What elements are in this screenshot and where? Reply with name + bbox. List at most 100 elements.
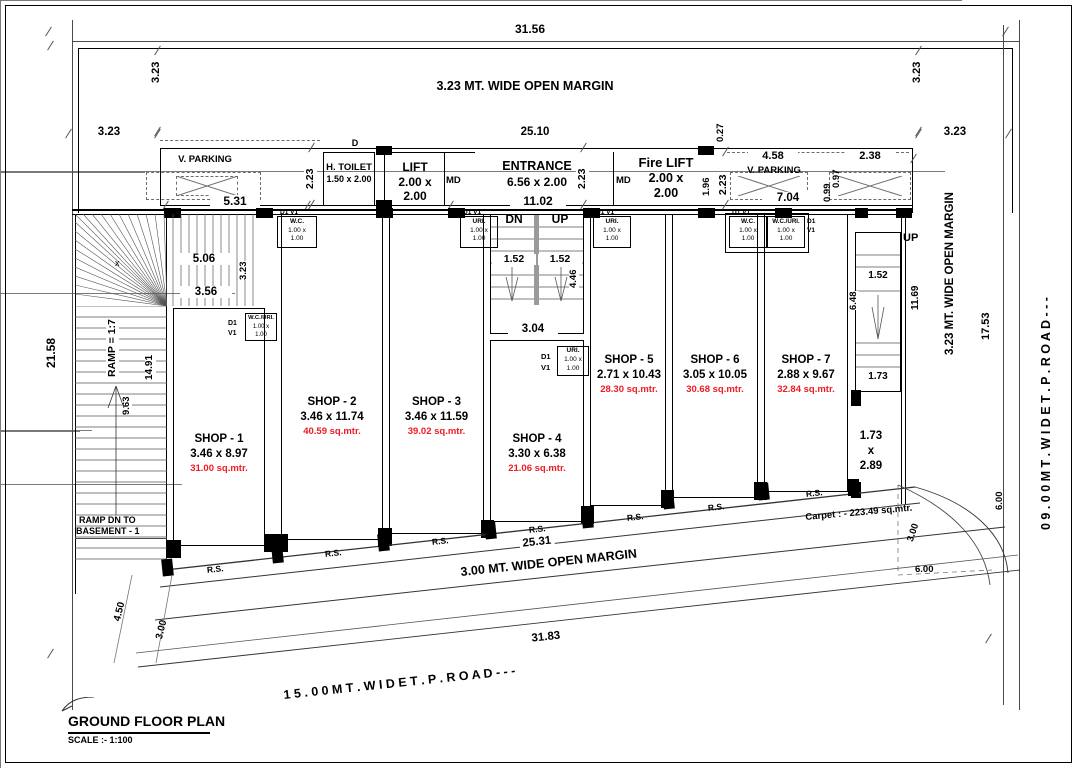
- dim-1-96: 1.96: [701, 177, 712, 196]
- dim-2-38: 2.38: [845, 150, 895, 163]
- shop-5-area: 28.30 sq.mtr.: [600, 384, 658, 395]
- column: [161, 558, 174, 577]
- dim-line-1-96: [0, 324, 1, 374]
- top-open-margin-label: 3.23 MT. WIDE OPEN MARGIN: [436, 79, 614, 93]
- column: [848, 479, 859, 496]
- toilet-box-wc-2: [729, 216, 767, 248]
- right-road-label: 0 9 . 0 0 M T . W I D E T . P . R O A D …: [1039, 297, 1053, 530]
- column: [376, 146, 392, 155]
- toilet-size-1b: 1.00: [290, 235, 304, 242]
- svg-text:x: x: [115, 258, 120, 268]
- corner-room-right-wall-2: [905, 214, 906, 504]
- dim-3-04: 3.04: [508, 323, 558, 336]
- toilet-size-6a: 1.00 x: [252, 324, 270, 330]
- shop-1-size: 3.46 x 8.97: [190, 448, 248, 460]
- toilet-size-7b: 1.00: [566, 365, 580, 372]
- dim-2-23-right: 2.23: [717, 174, 730, 195]
- column: [855, 208, 868, 218]
- plot-left-edge: [72, 20, 73, 710]
- shop-6-room: [672, 214, 758, 498]
- rs-label-6: R.S.: [707, 501, 725, 513]
- door-tag-d1-right: D1: [807, 218, 816, 225]
- right-stair-enclosure: [855, 232, 901, 392]
- door-tag-md-left: MD: [446, 175, 461, 186]
- dim-line-11-02: [0, 293, 235, 294]
- toilet-size-1a: 1.00 x: [288, 227, 306, 234]
- ramp-outer-left: [75, 214, 76, 594]
- band-top-line: [160, 148, 912, 149]
- toilet-label-7: URI.: [566, 347, 580, 354]
- toilet-size-7a: 1.00 x: [564, 356, 582, 363]
- dim-14-91: 14.91: [144, 354, 156, 380]
- rs-label-7: R.S.: [805, 487, 823, 499]
- toilet-size-3b: 1.00: [605, 235, 619, 242]
- toilet-size-5b: 1.00: [779, 235, 793, 242]
- dim-0-97: 0.97: [831, 169, 842, 189]
- dim-3-23-topright: 3.23: [911, 59, 925, 85]
- toilet-label-1: W.C.: [289, 218, 305, 225]
- parking-right-guide: [727, 152, 909, 153]
- toilet-group-outline-right: [725, 213, 809, 253]
- dim-7-04: 7.04: [762, 192, 814, 205]
- dim-1-73-right: 1.73: [856, 371, 900, 383]
- shop-6-area: 30.68 sq.mtr.: [686, 384, 744, 395]
- dim-3-23-left: 3.23: [84, 126, 134, 139]
- toilet-label-3: URI.: [605, 218, 619, 225]
- margin-box-left: [78, 48, 79, 213]
- dim-line-7-04: [0, 484, 182, 485]
- scale-label: SCALE :- 1:100: [68, 735, 133, 745]
- column: [256, 208, 273, 218]
- column: [448, 208, 465, 218]
- door-tag-v1-shop4: V1: [541, 363, 551, 372]
- right-open-margin-label: 3.23 MT. WIDE OPEN MARGIN: [944, 192, 956, 355]
- rs-label-1: R.S.: [206, 563, 224, 575]
- shop-7-size: 2.88 x 9.67: [777, 369, 835, 381]
- fire-lift-size-1: 2.00 x: [648, 171, 684, 185]
- parking-left-car-cross: [176, 176, 238, 196]
- dim-line-2-23-right: [0, 374, 1, 430]
- dim-6-00-vertical: 6.00: [994, 491, 1005, 511]
- column: [377, 533, 390, 552]
- shop-7-name: SHOP - 7: [781, 354, 831, 366]
- shop-3-room: [389, 214, 484, 534]
- column: [581, 510, 594, 529]
- toilet-box-uri-3: [557, 346, 589, 376]
- fire-lift-label: Fire LIFT: [638, 155, 694, 170]
- door-tag-d1v1-4: D1 V1: [732, 209, 751, 216]
- ramp-treads: [75, 306, 167, 560]
- band-left-line: [160, 148, 161, 205]
- dim-2-23-left: 2.23: [304, 167, 318, 190]
- toilet-size-3a: 1.00 x: [603, 227, 621, 234]
- toilet-box-uri-1: [460, 216, 498, 248]
- parking-right-stall-2: [829, 172, 911, 200]
- shop-6-name: SHOP - 6: [690, 354, 740, 366]
- dim-line-14-91: [0, 485, 1, 768]
- door-tag-d1-shop1: D1: [228, 320, 237, 327]
- dim-2-23-mid: 2.23: [576, 167, 590, 190]
- shop-5-name: SHOP - 5: [604, 354, 654, 366]
- dim-line-row-133: [0, 171, 945, 172]
- shop-1-name: SHOP - 1: [194, 433, 244, 445]
- lift-size-1: 2.00 x: [398, 175, 432, 189]
- band-right-line: [912, 148, 913, 213]
- dim-6-00-horizontal: 6.00: [915, 564, 934, 575]
- page-title-underline: [68, 732, 210, 734]
- door-tag-v1-shop1: V1: [228, 330, 237, 337]
- door-tag-d1v1-1: D1 V1: [280, 209, 299, 216]
- shop-4-room: [490, 340, 584, 522]
- toilet-size-2b: 1.00: [472, 235, 486, 242]
- toilet-size-4a: 1.00 x: [739, 227, 757, 234]
- shop-2-room: [281, 214, 383, 540]
- rs-label-3: R.S.: [431, 535, 449, 547]
- dim-3-23-topleft: 3.23: [150, 59, 164, 85]
- lift-label: LIFT: [402, 160, 428, 174]
- dim-line-0-27: [0, 294, 1, 324]
- door-tag-v1-right: V1: [807, 227, 815, 234]
- column: [896, 208, 912, 218]
- door-tag-d: D: [351, 138, 359, 148]
- dim-17-53: 17.53: [980, 312, 993, 340]
- shop-6-size: 3.05 x 10.05: [683, 369, 747, 381]
- dim-line-0-99: [0, 432, 1, 484]
- column: [167, 540, 181, 558]
